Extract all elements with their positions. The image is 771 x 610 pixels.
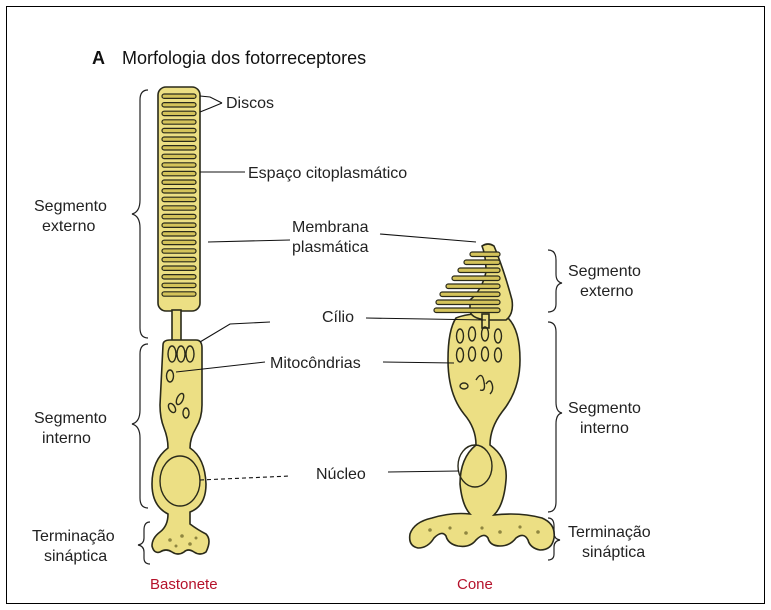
rod-disc bbox=[162, 197, 196, 201]
cone-cilium bbox=[482, 314, 489, 328]
left-brace-outer bbox=[132, 90, 148, 338]
caption-bastonete: Bastonete bbox=[150, 576, 218, 593]
rod-disc bbox=[162, 283, 196, 287]
rod-disc bbox=[162, 103, 196, 107]
right-brace-inner bbox=[548, 322, 562, 512]
cone-disc bbox=[440, 292, 500, 297]
label-plasmatica: plasmática bbox=[292, 239, 369, 256]
label-mitocondrias: Mitocôndrias bbox=[270, 355, 361, 372]
rod-inner-segment bbox=[152, 340, 209, 554]
caption-cone: Cone bbox=[457, 576, 493, 593]
left-segmento-interno-1: Segmento bbox=[34, 410, 107, 427]
rod-disc bbox=[162, 94, 196, 98]
rod-disc bbox=[162, 275, 196, 279]
label-espaco-citoplasmatico: Espaço citoplasmático bbox=[248, 165, 407, 182]
cone-disc bbox=[446, 284, 500, 289]
left-terminacao-1: Terminação bbox=[32, 528, 115, 545]
right-segmento-interno-1: Segmento bbox=[568, 400, 641, 417]
cone-disc bbox=[434, 308, 500, 313]
rod-disc bbox=[162, 232, 196, 236]
leader-lines bbox=[176, 96, 486, 480]
rod-disc bbox=[162, 206, 196, 210]
right-segmento-externo-2: externo bbox=[580, 283, 633, 300]
right-terminacao-2: sináptica bbox=[582, 544, 645, 561]
rod-disc bbox=[162, 189, 196, 193]
right-brace-outer bbox=[548, 250, 562, 312]
right-segmento-externo-1: Segmento bbox=[568, 263, 641, 280]
left-segmento-interno-2: interno bbox=[42, 430, 91, 447]
cone-disc bbox=[470, 252, 500, 257]
rod-disc bbox=[162, 223, 196, 227]
rod-disc bbox=[162, 128, 196, 132]
rod-disc bbox=[162, 266, 196, 270]
right-terminacao-1: Terminação bbox=[568, 524, 651, 541]
cone-disc bbox=[458, 268, 500, 273]
left-segmento-externo-1: Segmento bbox=[34, 198, 107, 215]
cone-cell bbox=[410, 244, 555, 550]
cone-disc bbox=[452, 276, 500, 281]
label-nucleo: Núcleo bbox=[316, 466, 366, 483]
rod-disc bbox=[162, 146, 196, 150]
rod-disc bbox=[162, 257, 196, 261]
right-segmento-interno-2: interno bbox=[580, 420, 629, 437]
left-terminacao-2: sináptica bbox=[44, 548, 107, 565]
rod-disc bbox=[162, 240, 196, 244]
rod-disc bbox=[162, 154, 196, 158]
left-segmento-externo-2: externo bbox=[42, 218, 95, 235]
left-brace-terminal bbox=[138, 522, 150, 564]
rod-cell bbox=[152, 87, 209, 554]
rod-disc bbox=[162, 214, 196, 218]
left-brace-inner bbox=[132, 344, 148, 508]
label-cilio: Cílio bbox=[322, 309, 354, 326]
rod-disc bbox=[162, 171, 196, 175]
rod-disc bbox=[162, 163, 196, 167]
rod-disc bbox=[162, 180, 196, 184]
rod-disc bbox=[162, 249, 196, 253]
label-discos: Discos bbox=[226, 95, 274, 112]
label-membrana: Membrana bbox=[292, 219, 369, 236]
figure-letter: A bbox=[92, 48, 105, 68]
rod-disc bbox=[162, 137, 196, 141]
cone-disc bbox=[436, 300, 500, 305]
cone-disc bbox=[464, 260, 500, 265]
rod-cilium bbox=[172, 310, 181, 344]
rod-disc bbox=[162, 292, 196, 296]
rod-disc bbox=[162, 111, 196, 115]
rod-disc bbox=[162, 120, 196, 124]
figure-title: Morfologia dos fotorreceptores bbox=[122, 48, 366, 68]
